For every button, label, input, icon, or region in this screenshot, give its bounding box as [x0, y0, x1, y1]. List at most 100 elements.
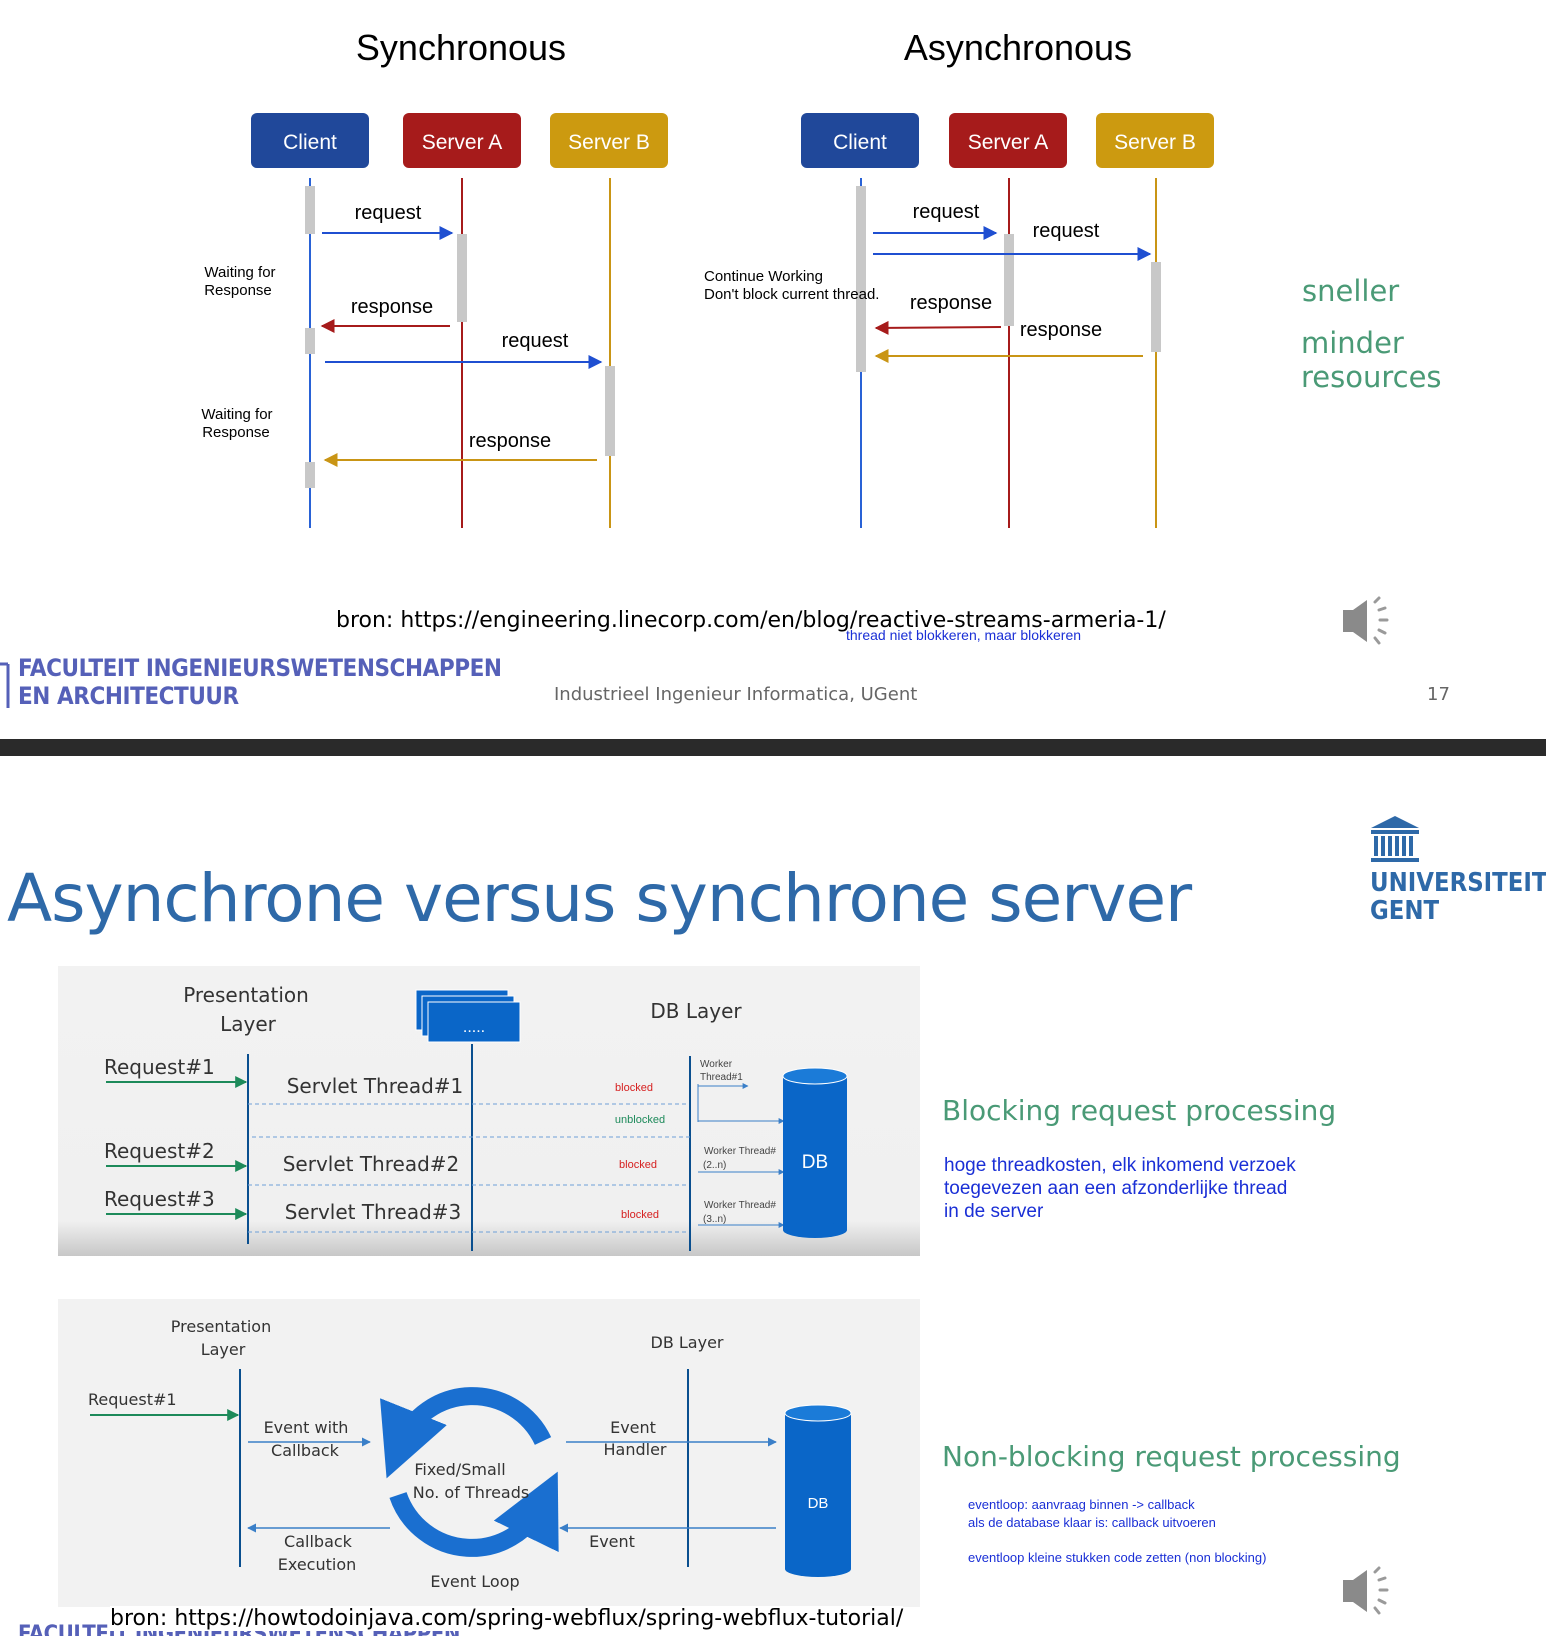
blocking-note-1: hoge threadkosten, elk inkomend verzoek	[944, 1155, 1296, 1176]
source-link-2[interactable]: bron: https://howtodoinjava.com/spring-w…	[110, 1606, 904, 1631]
blocking-note-3: in de server	[944, 1201, 1044, 1222]
faculty-name-line2: EN ARCHITECTUUR	[18, 682, 239, 710]
waiting-1-line2: Response	[204, 282, 272, 299]
request-2-label: Request#2	[104, 1139, 215, 1163]
svg-text:.....: .....	[463, 1019, 485, 1036]
svg-text:Worker Thread#: Worker Thread#	[704, 1200, 776, 1211]
waiting-2-line1: Waiting for	[201, 406, 272, 423]
source-link-1[interactable]: bron: https://engineering.linecorp.com/e…	[336, 608, 1166, 633]
blocked-2: blocked	[619, 1159, 657, 1171]
async-title: Asynchronous	[904, 27, 1132, 68]
logo-text-line2: GENT	[1370, 896, 1440, 926]
sync-server-b-box: Server B	[550, 113, 668, 168]
logo-text-line1: UNIVERSITEIT	[1370, 868, 1546, 898]
speaker-icon[interactable]	[1339, 1566, 1391, 1618]
blocked-1: blocked	[615, 1082, 653, 1094]
page-number: 17	[1427, 684, 1450, 705]
sync-server-a-box: Server A	[403, 113, 521, 168]
nb-request-label: Request#1	[88, 1390, 177, 1409]
servlet-thread-2-label: Servlet Thread#2	[283, 1152, 460, 1176]
svg-text:Event: Event	[610, 1418, 656, 1437]
async-server-b-box: Server B	[1096, 113, 1214, 168]
svg-text:Execution: Execution	[278, 1555, 357, 1574]
event-loop-arrows	[380, 1387, 559, 1557]
sync-response-1-label: response	[351, 296, 433, 318]
svg-text:Handler: Handler	[604, 1440, 667, 1459]
faculty-name-line1: FACULTEIT INGENIEURSWETENSCHAPPEN	[18, 654, 502, 682]
request-1-label: Request#1	[104, 1055, 215, 1079]
blocking-heading: Blocking request processing	[942, 1094, 1337, 1127]
waiting-2-line2: Response	[202, 424, 270, 441]
footer-course: Industrieel Ingenieur Informatica, UGent	[554, 684, 918, 705]
svg-text:Client: Client	[833, 131, 887, 154]
svg-text:Server B: Server B	[1114, 131, 1196, 154]
nb-pres-layer-label: Presentation	[171, 1317, 271, 1336]
speaker-icon[interactable]	[1343, 596, 1389, 645]
sync-client-box: Client	[251, 113, 369, 168]
svg-text:Fixed/Small: Fixed/Small	[414, 1460, 505, 1479]
async-request-1-label: request	[913, 201, 980, 223]
sync-response-2-label: response	[469, 430, 551, 452]
db-cylinder-nonblocking: DB	[784, 1404, 852, 1577]
svg-text:Server A: Server A	[422, 131, 503, 154]
nonblocking-note-1: eventloop: aanvraag binnen -> callback	[968, 1497, 1195, 1512]
sync-request-2-label: request	[502, 330, 569, 352]
svg-text:DB: DB	[802, 1152, 828, 1173]
nonblocking-note-3: eventloop kleine stukken code zetten (no…	[968, 1550, 1267, 1565]
async-response-2-label: response	[1020, 319, 1102, 341]
svg-text:Callback: Callback	[284, 1532, 353, 1551]
thread-pool-icon: .....	[415, 989, 521, 1043]
nb-db-layer-label: DB Layer	[651, 1333, 724, 1352]
university-building-icon	[1371, 816, 1419, 862]
sequence-diagrams: Synchronous Asynchronous Client Server A…	[0, 27, 1389, 708]
waiting-1-line1: Waiting for	[204, 264, 275, 281]
side-note-resources: minder resources	[1301, 326, 1442, 394]
svg-text:Callback: Callback	[271, 1441, 340, 1460]
slide-17: Synchronous Asynchronous Client Server A…	[0, 0, 1546, 739]
slide-18: Asynchrone versus synchrone server UNIVE…	[0, 756, 1546, 1636]
blocked-3: blocked	[621, 1209, 659, 1221]
nonblocking-notes: eventloop: aanvraag binnen -> callback a…	[968, 1496, 1266, 1567]
blocking-diagram: Presentation Layer DB Layer ..... Reques…	[58, 966, 920, 1256]
svg-text:Event with: Event with	[264, 1418, 349, 1437]
sync-title: Synchronous	[356, 27, 566, 68]
servlet-thread-1-label: Servlet Thread#1	[287, 1074, 464, 1098]
svg-text:(3..n): (3..n)	[703, 1214, 726, 1225]
db-cylinder-blocking: DB	[782, 1067, 848, 1238]
nonblocking-heading: Non-blocking request processing	[942, 1440, 1401, 1473]
page-title: Asynchrone versus synchrone server	[7, 860, 1192, 937]
async-response-1-label: response	[910, 292, 992, 314]
svg-text:DB: DB	[808, 1495, 829, 1512]
db-layer-label: DB Layer	[650, 999, 742, 1023]
continue-working-line2: Don't block current thread.	[704, 286, 879, 303]
async-request-2-label: request	[1033, 220, 1100, 242]
svg-text:Event: Event	[589, 1532, 635, 1551]
nonblocking-note-2: als de database klaar is: callback uitvo…	[968, 1515, 1216, 1530]
svg-text:Worker Thread#: Worker Thread#	[704, 1146, 776, 1157]
nonblocking-diagram: Presentation Layer DB Layer Request#1 Ev…	[58, 1299, 920, 1607]
svg-text:Worker: Worker	[700, 1059, 733, 1070]
servlet-thread-3-label: Servlet Thread#3	[285, 1200, 462, 1224]
side-note-faster: sneller	[1302, 274, 1400, 308]
blocking-note-2: toegevezen aan een afzonderlijke thread	[944, 1178, 1288, 1199]
blocking-notes: hoge threadkosten, elk inkomend verzoek …	[944, 1154, 1296, 1223]
svg-text:(2..n): (2..n)	[703, 1160, 726, 1171]
nb-pres-layer-label-2: Layer	[201, 1340, 246, 1359]
svg-text:Thread#1: Thread#1	[700, 1072, 743, 1083]
svg-text:No. of Threads: No. of Threads	[413, 1483, 529, 1502]
async-response-1-arrow	[874, 320, 1002, 335]
handwritten-note: thread niet blokkeren, maar blokkeren	[846, 627, 1082, 643]
event-loop-label: Event Loop	[430, 1572, 519, 1591]
continue-working-line1: Continue Working	[704, 268, 823, 285]
request-3-label: Request#3	[104, 1187, 215, 1211]
async-server-a-box: Server A	[949, 113, 1067, 168]
slide-divider	[0, 739, 1546, 756]
pres-layer-label: Presentation	[183, 983, 309, 1007]
svg-text:Client: Client	[283, 131, 337, 154]
unblocked: unblocked	[615, 1114, 665, 1126]
svg-text:Server A: Server A	[968, 131, 1049, 154]
svg-text:Server B: Server B	[568, 131, 650, 154]
sync-request-1-label: request	[355, 202, 422, 224]
async-client-box: Client	[801, 113, 919, 168]
pres-layer-label-2: Layer	[220, 1012, 277, 1036]
